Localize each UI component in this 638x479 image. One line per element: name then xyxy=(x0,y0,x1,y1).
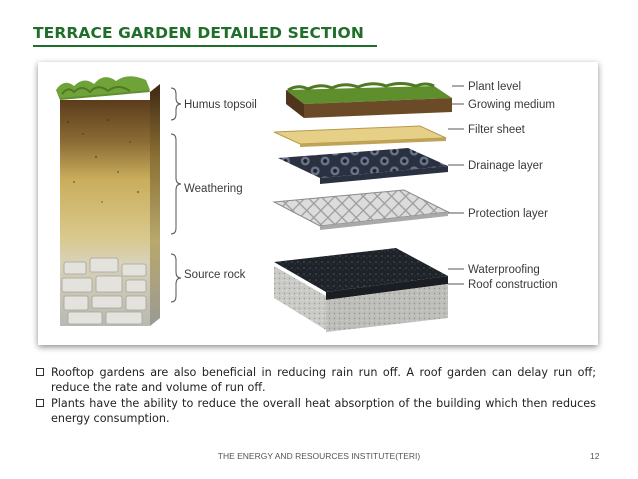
growing-medium-label: Growing medium xyxy=(468,99,555,111)
slide-title: TERRACE GARDEN DETAILED SECTION xyxy=(33,24,364,42)
terrace-garden-section-figure: Humus topsoil Weathering Source rock xyxy=(38,62,598,345)
title-underline xyxy=(33,45,377,47)
drainage-layer xyxy=(278,148,448,184)
source-rock-label: Source rock xyxy=(184,269,246,281)
slide-footer: THE ENERGY AND RESOURCES INSTITUTE(TERI) xyxy=(0,451,638,461)
humus-topsoil-label: Humus topsoil xyxy=(184,99,257,111)
checkbox-bullet-icon xyxy=(36,399,44,407)
soil-label-brackets xyxy=(171,88,181,302)
bullet-text: Rooftop gardens are also beneficial in r… xyxy=(51,365,596,395)
drainage-layer-label: Drainage layer xyxy=(468,160,543,172)
bullet-text: Plants have the ability to reduce the ov… xyxy=(51,396,596,426)
section-illustration: Humus topsoil Weathering Source rock xyxy=(38,62,598,345)
weathering-label: Weathering xyxy=(184,183,243,195)
growing-medium-layer xyxy=(286,84,452,119)
page-number: 12 xyxy=(590,451,599,461)
bullet-list: Rooftop gardens are also beneficial in r… xyxy=(34,365,596,427)
green-roof-layer-stack xyxy=(274,84,452,333)
waterproofing-label: Waterproofing xyxy=(468,264,540,276)
protection-layer-label: Protection layer xyxy=(468,208,548,220)
layer-label-leaders xyxy=(448,86,464,284)
bullet-item: Rooftop gardens are also beneficial in r… xyxy=(34,365,596,395)
plant-level-label: Plant level xyxy=(468,81,521,93)
roof-construction-label: Roof construction xyxy=(468,279,558,291)
protection-layer xyxy=(274,190,448,230)
soil-profile-column xyxy=(56,76,160,326)
filter-sheet-label: Filter sheet xyxy=(468,124,526,136)
bullet-item: Plants have the ability to reduce the ov… xyxy=(34,396,596,426)
checkbox-bullet-icon xyxy=(36,368,44,376)
